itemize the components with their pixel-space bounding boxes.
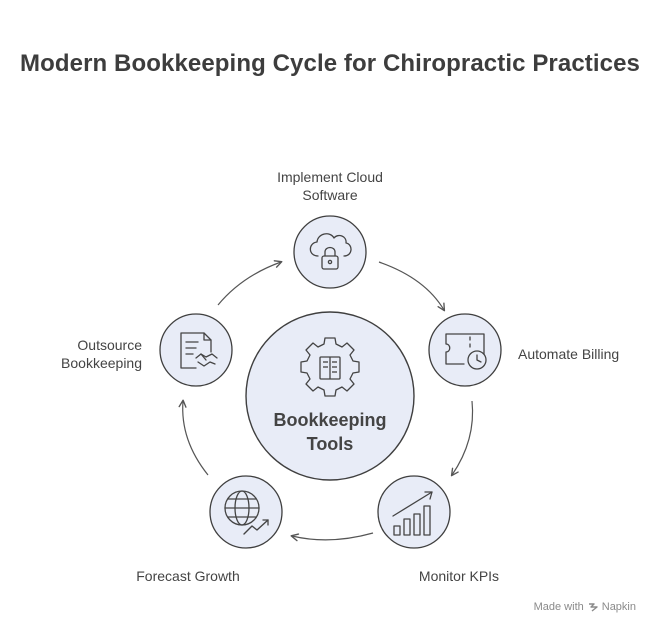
arrow-outsource-to-cloud xyxy=(217,260,283,306)
gear-document-icon xyxy=(300,337,360,397)
cloud-lock-icon xyxy=(309,233,352,270)
step-node-implement-cloud-software xyxy=(293,215,367,289)
step-label-implement-cloud-software: Implement Cloud Software xyxy=(256,168,404,204)
brand-name: Napkin xyxy=(601,601,636,613)
step-label-line: Outsource xyxy=(77,337,142,353)
globe-growth-icon xyxy=(224,490,269,535)
step-label-monitor-kpis: Monitor KPIs xyxy=(418,568,500,584)
page-title: Modern Bookkeeping Cycle for Chiropracti… xyxy=(20,50,640,77)
ticket-clock-icon xyxy=(445,333,487,370)
step-node-monitor-kpis xyxy=(377,475,451,549)
step-label-line: Bookkeeping xyxy=(61,355,142,371)
napkin-logo-icon xyxy=(588,603,598,612)
document-handshake-icon xyxy=(180,332,218,369)
step-node-forecast-growth xyxy=(209,475,283,549)
center-label: Bookkeeping Tools xyxy=(246,408,414,456)
step-node-outsource-bookkeeping xyxy=(159,313,233,387)
arrow-kpis-to-forecast xyxy=(290,532,374,542)
center-node xyxy=(245,311,415,481)
step-label-line: Software xyxy=(302,187,358,203)
step-label-outsource-bookkeeping: Outsource Bookkeeping xyxy=(40,336,142,372)
bar-chart-trend-icon xyxy=(392,491,433,536)
brand-footer: Made with Napkin xyxy=(534,601,636,613)
center-label-line: Tools xyxy=(306,434,354,454)
step-node-automate-billing xyxy=(428,313,502,387)
step-label-forecast-growth: Forecast Growth xyxy=(136,568,240,584)
step-label-line: Implement Cloud xyxy=(277,169,383,185)
arrow-forecast-to-outsource xyxy=(178,399,209,476)
arrow-cloud-to-billing xyxy=(378,261,446,312)
brand-prefix: Made with xyxy=(533,601,584,613)
arrow-billing-to-kpis xyxy=(450,400,474,477)
center-label-line: Bookkeeping xyxy=(273,410,387,430)
step-label-automate-billing: Automate Billing xyxy=(518,346,620,362)
